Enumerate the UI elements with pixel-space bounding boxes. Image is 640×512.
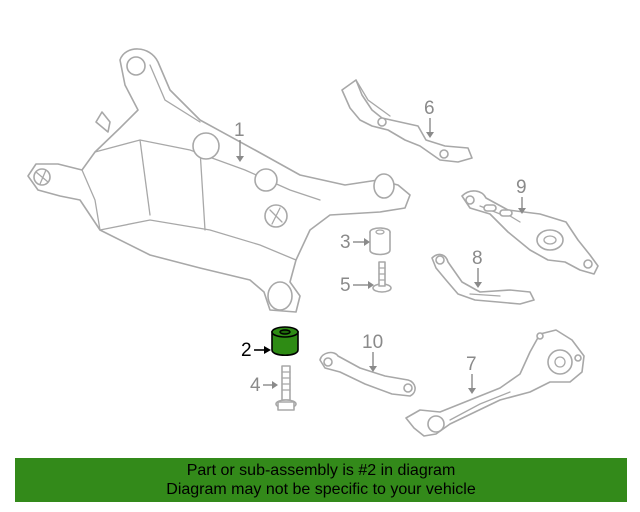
svg-text:9: 9 <box>516 177 527 198</box>
callout-6: 6 <box>424 98 435 138</box>
svg-text:2: 2 <box>241 340 252 361</box>
callout-4: 4 <box>250 375 278 396</box>
bushing-part-3[interactable] <box>369 227 391 256</box>
callout-2-active: 2 <box>241 340 271 361</box>
svg-text:10: 10 <box>362 332 383 353</box>
callout-5: 5 <box>340 275 374 296</box>
link-part-8[interactable] <box>431 253 535 305</box>
bolt-part-5[interactable] <box>372 261 392 293</box>
callout-9: 9 <box>516 177 527 214</box>
svg-text:7: 7 <box>466 354 477 375</box>
svg-text:6: 6 <box>424 98 435 119</box>
bracket-part-6[interactable] <box>341 79 473 163</box>
info-banner: Part or sub-assembly is #2 in diagram Di… <box>15 458 627 502</box>
svg-text:1: 1 <box>234 120 245 141</box>
callout-8: 8 <box>472 248 483 288</box>
svg-text:8: 8 <box>472 248 483 269</box>
bushing-part-2-highlighted[interactable] <box>271 326 299 357</box>
svg-text:3: 3 <box>340 232 351 253</box>
callout-10: 10 <box>362 332 383 372</box>
banner-line-1: Part or sub-assembly is #2 in diagram <box>186 462 456 479</box>
svg-text:4: 4 <box>250 375 261 396</box>
link-part-10[interactable] <box>319 351 416 397</box>
subframe-part-1[interactable] <box>27 48 411 313</box>
banner-line-2: Diagram may not be specific to your vehi… <box>166 481 476 498</box>
svg-text:5: 5 <box>340 275 351 296</box>
bolt-part-4[interactable] <box>275 365 297 411</box>
control-arm-part-9[interactable] <box>461 190 599 275</box>
trailing-arm-part-7[interactable] <box>405 329 585 437</box>
callout-1: 1 <box>234 120 245 162</box>
callout-7: 7 <box>466 354 477 394</box>
callout-3: 3 <box>340 232 370 253</box>
